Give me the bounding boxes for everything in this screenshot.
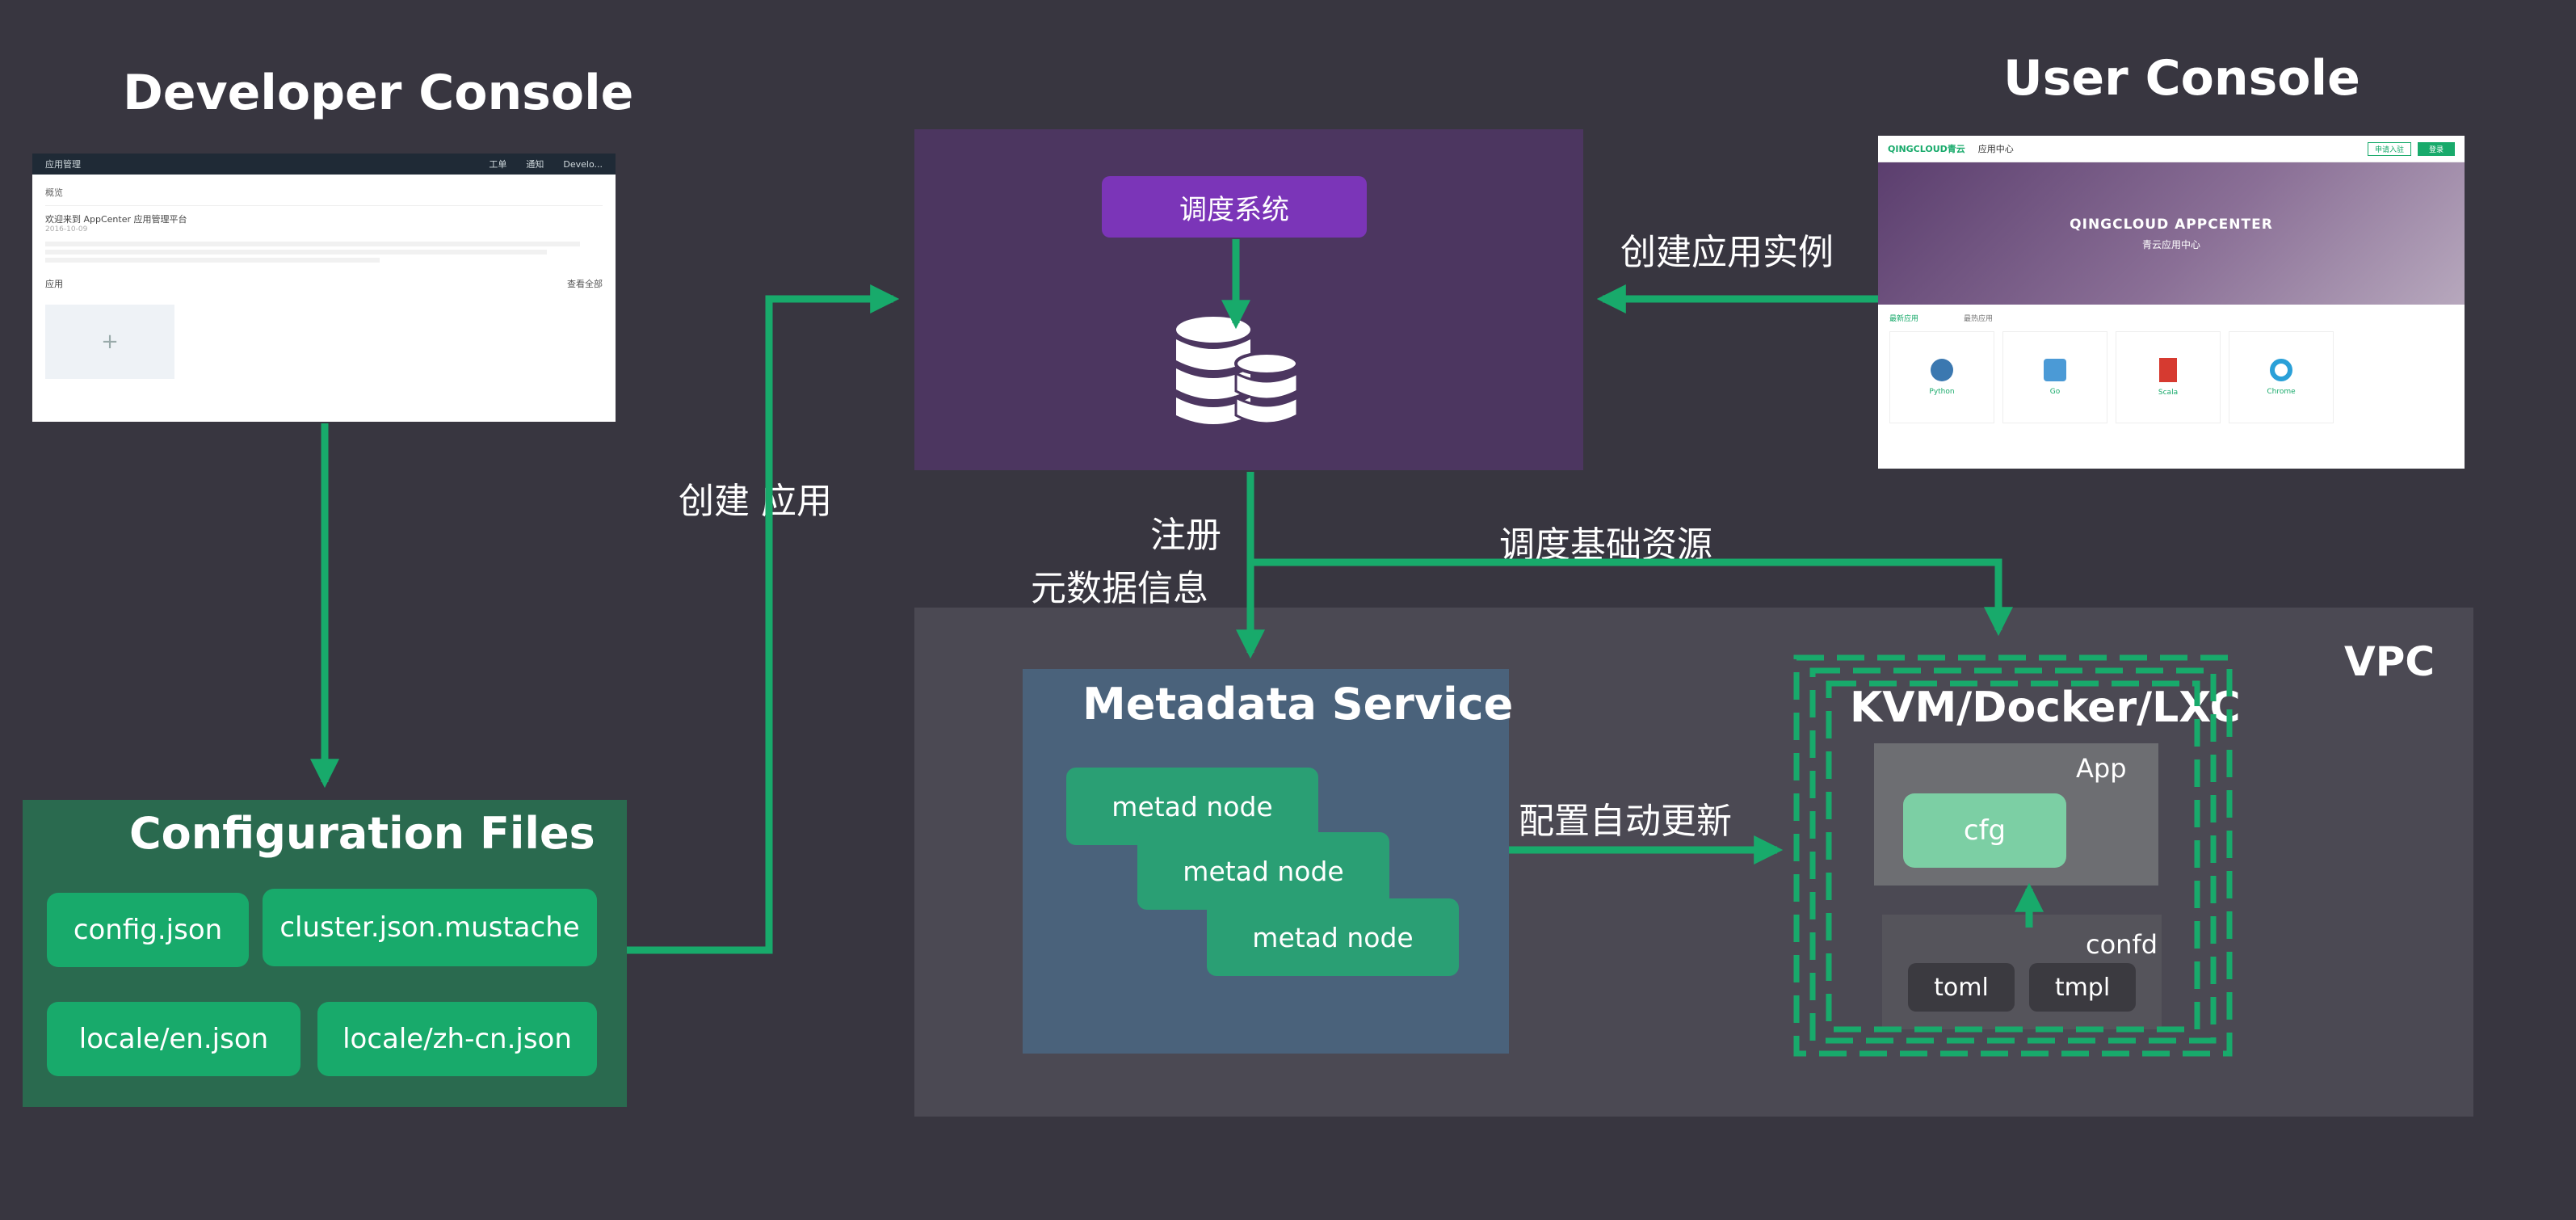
app-card[interactable]: Go (2002, 331, 2107, 423)
scala-icon (2159, 358, 2177, 382)
edge-label-metadata-info: 元数据信息 (1031, 568, 1208, 609)
go-icon (2044, 359, 2066, 381)
configuration-files-title: Configuration Files (129, 808, 595, 859)
edge-label-create-instance: 创建应用实例 (1620, 232, 1834, 273)
apply-button[interactable]: 申请入驻 (2367, 141, 2411, 156)
text-line-placeholder (45, 250, 547, 255)
user-console-title: User Console (2003, 50, 2360, 107)
edge-label-create-app: 创建 应用 (679, 481, 832, 522)
banner-title: QINGCLOUD APPCENTER (2070, 216, 2273, 233)
dev-overview-label: 概览 (45, 187, 63, 198)
dev-apps-label: 应用 (45, 279, 63, 289)
dev-nav-title: 应用管理 (45, 159, 81, 170)
app-card-name: Go (2049, 388, 2061, 396)
divider (45, 205, 603, 206)
metadata-service-title: Metadata Service (1082, 679, 1514, 730)
app-card-name: Chrome (2267, 388, 2296, 396)
config-json-file: config.json (47, 893, 249, 967)
dev-nav-item: 工单 (489, 159, 507, 170)
text-line-placeholder (45, 258, 380, 263)
view-all-link[interactable]: 查看全部 (567, 279, 603, 289)
chrome-icon (2270, 359, 2292, 381)
tab-popular[interactable]: 最热应用 (1964, 315, 1994, 323)
app-card-name: Scala (2158, 389, 2179, 397)
developer-console-screenshot: 应用管理 工单 通知 Develo... 概览 欢迎来到 AppCenter 应… (32, 154, 616, 422)
dev-console-navbar: 应用管理 工单 通知 Develo... (32, 154, 616, 175)
metad-node: metad node (1137, 832, 1389, 910)
user-console-navbar: QINGCLOUD青云 应用中心 申请入驻 登录 (1878, 136, 2465, 162)
locale-en-json-file: locale/en.json (47, 1002, 300, 1076)
tab-latest-apps[interactable]: 最新应用 (1889, 315, 1919, 323)
developer-console-title: Developer Console (123, 65, 634, 121)
cluster-json-mustache-file: cluster.json.mustache (263, 889, 597, 966)
add-app-card[interactable]: + (45, 305, 174, 379)
dev-welcome-text: 欢迎来到 AppCenter 应用管理平台 (45, 214, 187, 225)
database-icon (1176, 317, 1299, 425)
arrow-config-to-scheduler (627, 284, 900, 954)
edge-label-schedule-resources: 调度基础资源 (1499, 524, 1712, 566)
app-card-name: Python (1929, 388, 1955, 396)
appcenter-banner: QINGCLOUD APPCENTER 青云应用中心 (1878, 162, 2465, 305)
plus-icon: + (101, 330, 119, 354)
qingcloud-logo: QINGCLOUD青云 (1888, 144, 1965, 154)
app-card[interactable]: Scala (2116, 331, 2221, 423)
user-console-screenshot: QINGCLOUD青云 应用中心 申请入驻 登录 QINGCLOUD APPCE… (1878, 136, 2465, 469)
toml-file: toml (1908, 963, 2015, 1012)
app-card[interactable]: Python (1889, 331, 1994, 423)
metad-node: metad node (1207, 898, 1459, 976)
vpc-title: VPC (2344, 638, 2435, 685)
banner-subtitle: 青云应用中心 (2141, 238, 2200, 250)
dev-date: 2016-10-09 (45, 225, 88, 233)
cfg-file: cfg (1903, 793, 2066, 868)
locale-zh-cn-json-file: locale/zh-cn.json (317, 1002, 597, 1076)
confd-label: confd (2086, 929, 2158, 960)
tmpl-file: tmpl (2029, 963, 2136, 1012)
dev-nav-item: Develo... (563, 158, 603, 170)
dev-nav-item: 通知 (526, 159, 544, 170)
scheduler-system-label: 调度系统 (1102, 176, 1367, 238)
python-icon (1931, 359, 1953, 381)
app-card[interactable]: Chrome (2229, 331, 2334, 423)
app-label: App (2076, 753, 2127, 784)
edge-label-register: 注册 (1150, 515, 1221, 556)
login-button[interactable]: 登录 (2417, 141, 2455, 156)
edge-label-config-auto-update: 配置自动更新 (1519, 801, 1732, 842)
user-nav-item[interactable]: 应用中心 (1977, 144, 2014, 154)
text-line-placeholder (45, 242, 581, 246)
kvm-docker-lxc-title: KVM/Docker/LXC (1850, 684, 2241, 732)
